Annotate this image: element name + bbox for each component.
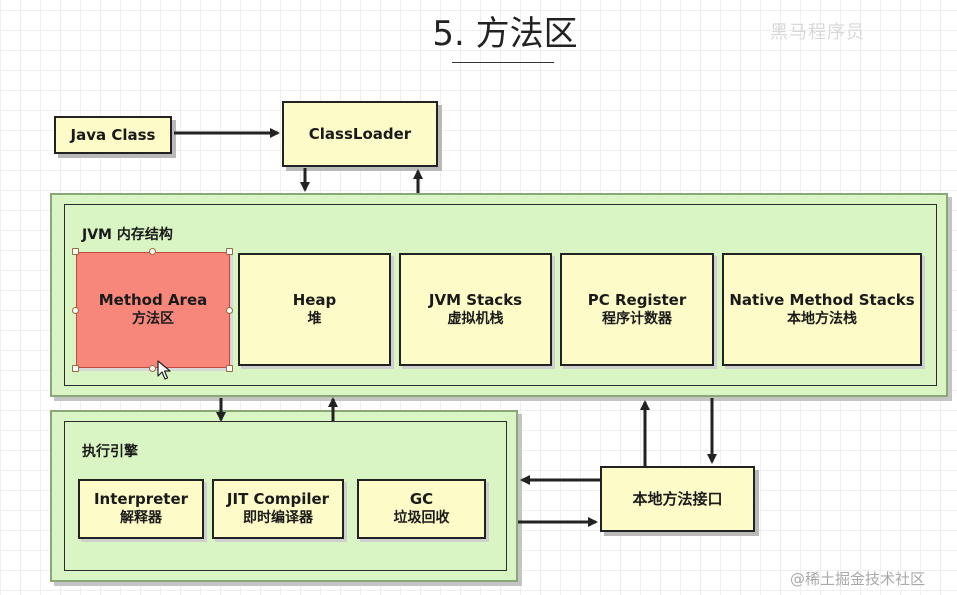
selection-handle[interactable] [149,365,156,372]
jvm-stacks-box[interactable]: JVM Stacks 虚拟机栈 [399,253,552,366]
selection-handle[interactable] [149,248,156,255]
jit-compiler-zh: 即时编译器 [243,510,313,526]
heap-box[interactable]: Heap 堆 [238,253,391,366]
heap-en: Heap [292,290,337,309]
selection-handle[interactable] [72,248,79,255]
jit-compiler-en: JIT Compiler [226,490,330,508]
native-method-stacks-en: Native Method Stacks [729,290,915,309]
selection-handle[interactable] [72,365,79,372]
jvm-memory-inner-frame [64,204,937,386]
method-area-zh: 方法区 [132,311,174,327]
native-interface-label: 本地方法接口 [632,489,723,508]
method-area-box[interactable]: Method Area 方法区 [76,252,230,368]
gc-box[interactable]: GC 垃圾回收 [357,479,486,539]
java-class-box[interactable]: Java Class [54,116,172,154]
pc-register-en: PC Register [587,290,687,309]
source-watermark: @稀土掘金技术社区 [790,570,926,588]
page-title: 5. 方法区 [432,14,578,54]
selection-handle[interactable] [72,307,79,314]
interpreter-en: Interpreter [93,490,189,508]
jit-compiler-box[interactable]: JIT Compiler 即时编译器 [212,479,344,539]
title-underline [452,62,554,63]
java-class-label: Java Class [70,125,156,144]
native-method-stacks-box[interactable]: Native Method Stacks 本地方法栈 [722,253,922,366]
method-area-en: Method Area [98,291,208,309]
jvm-stacks-zh: 虚拟机栈 [447,310,504,327]
native-method-stacks-zh: 本地方法栈 [787,310,857,327]
jvm-memory-label: JVM 内存结构 [82,227,173,243]
heap-zh: 堆 [307,310,322,327]
jvm-stacks-en: JVM Stacks [428,290,523,309]
gc-en: GC [409,490,434,508]
selection-handle[interactable] [226,307,233,314]
gc-zh: 垃圾回收 [393,510,450,526]
class-loader-label: ClassLoader [308,124,412,143]
native-interface-box[interactable]: 本地方法接口 [600,466,755,532]
brand-watermark-top: 黑马程序员 [770,22,865,43]
interpreter-box[interactable]: Interpreter 解释器 [78,479,204,539]
mouse-pointer-icon [157,360,171,380]
selection-handle[interactable] [226,365,233,372]
pc-register-box[interactable]: PC Register 程序计数器 [560,253,714,366]
execution-engine-label: 执行引擎 [82,444,138,460]
class-loader-box[interactable]: ClassLoader [282,101,438,167]
pc-register-zh: 程序计数器 [602,310,672,327]
selection-handle[interactable] [226,248,233,255]
execution-engine-inner-frame [64,421,507,571]
interpreter-zh: 解释器 [120,510,162,526]
